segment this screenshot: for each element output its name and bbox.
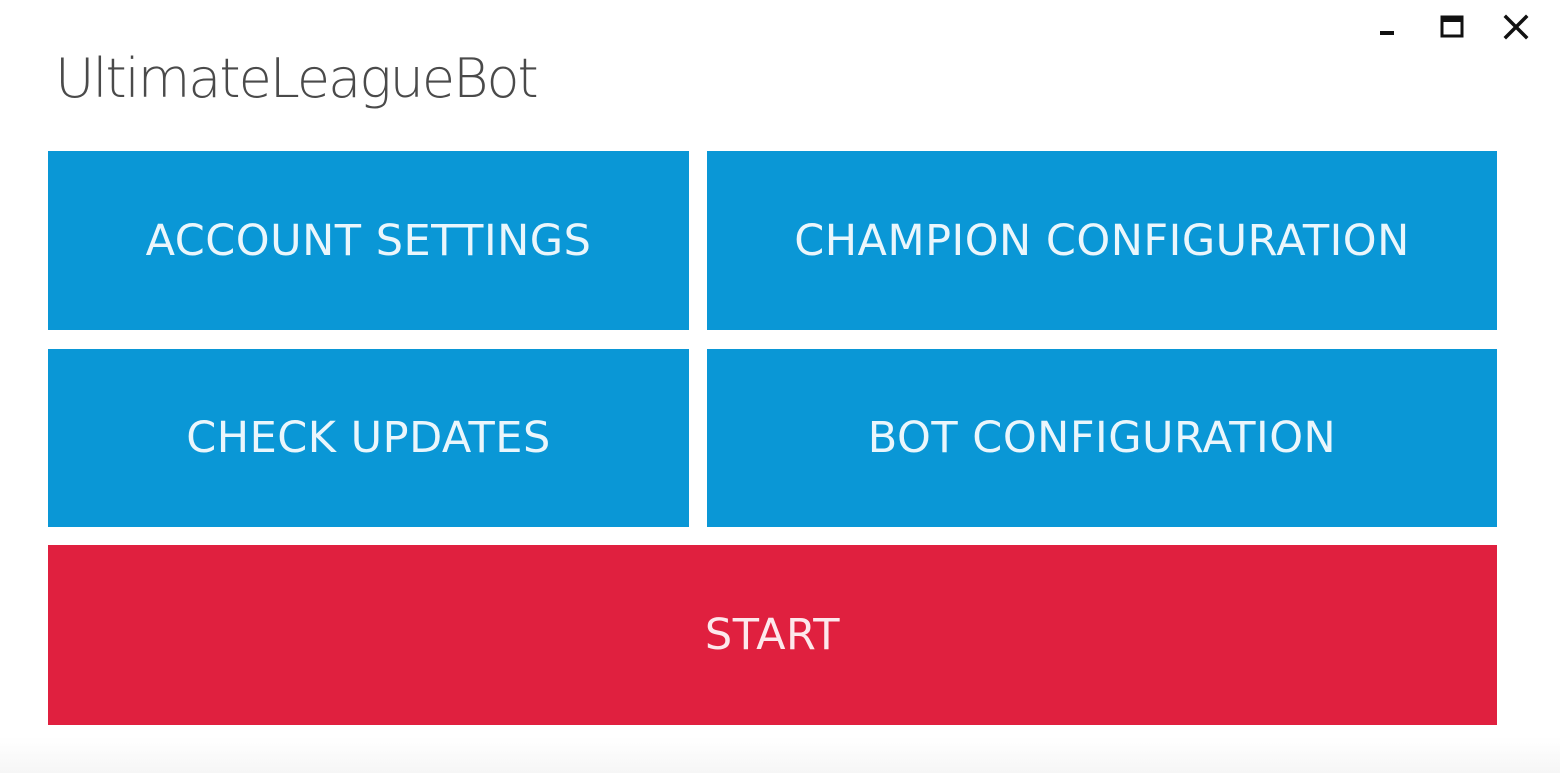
window-controls (1356, 8, 1548, 46)
maximize-icon (1439, 14, 1465, 40)
maximize-button[interactable] (1420, 8, 1484, 46)
bot-configuration-label: BOT CONFIGURATION (867, 413, 1337, 463)
account-settings-label: ACCOUNT SETTINGS (145, 215, 592, 266)
bot-configuration-button[interactable]: BOT CONFIGURATION (707, 349, 1497, 527)
minimize-icon (1378, 17, 1398, 37)
start-button[interactable]: START (48, 545, 1497, 725)
champion-configuration-button[interactable]: CHAMPION CONFIGURATION (707, 151, 1497, 330)
minimize-button[interactable] (1356, 8, 1420, 46)
close-button[interactable] (1484, 8, 1548, 46)
check-updates-label: CHECK UPDATES (186, 413, 551, 463)
account-settings-button[interactable]: ACCOUNT SETTINGS (48, 151, 689, 330)
app-title: UltimateLeagueBot (55, 47, 539, 110)
start-label: START (704, 610, 841, 660)
close-icon (1503, 14, 1529, 40)
check-updates-button[interactable]: CHECK UPDATES (48, 349, 689, 527)
window-bottom-shade (0, 737, 1560, 773)
champion-configuration-label: CHAMPION CONFIGURATION (794, 215, 1410, 266)
